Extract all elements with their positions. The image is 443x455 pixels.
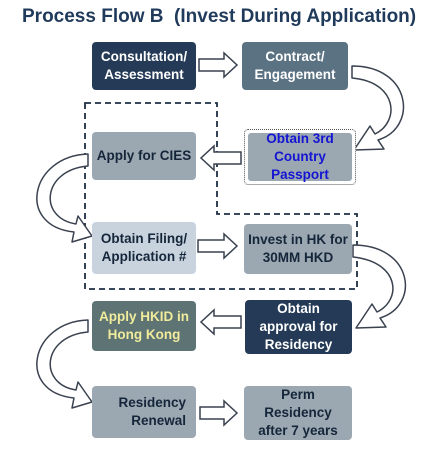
arrow-passport-to-cies bbox=[199, 144, 242, 172]
arrow-filing-to-invest bbox=[197, 232, 239, 260]
step-obtain-filing: Obtain Filing/ Application # bbox=[92, 222, 196, 274]
step-invest: Invest in HK for 30MM HKD bbox=[244, 224, 352, 274]
arrow-renewal-to-perm bbox=[199, 399, 239, 427]
arrow-hkid-to-renewal bbox=[36, 319, 93, 409]
dashed-investment-region bbox=[84, 102, 358, 290]
step-passport-label: Obtain 3rd Country Passport bbox=[248, 131, 352, 182]
arrow-consultation-to-contract bbox=[198, 51, 239, 79]
step-apply-hkid: Apply HKID in Hong Kong bbox=[92, 301, 196, 351]
step-approval: Obtain approval for Residency bbox=[245, 300, 352, 354]
step-passport: Obtain 3rd Country Passport bbox=[244, 129, 356, 185]
step-perm-residency: Perm Residency after 7 years bbox=[244, 386, 352, 440]
arrow-cies-to-filing bbox=[36, 153, 93, 243]
step-contract: Contract/ Engagement bbox=[242, 42, 348, 90]
step-consultation: Consultation/ Assessment bbox=[92, 42, 196, 90]
arrow-contract-to-passport bbox=[351, 65, 405, 151]
step-renewal: Residency Renewal bbox=[92, 386, 196, 438]
diagram-title: Process Flow B (Invest During Applicatio… bbox=[22, 6, 417, 27]
step-apply-cies: Apply for CIES bbox=[92, 132, 196, 180]
arrow-invest-to-approval bbox=[352, 244, 406, 329]
arrow-approval-to-hkid bbox=[199, 308, 242, 336]
